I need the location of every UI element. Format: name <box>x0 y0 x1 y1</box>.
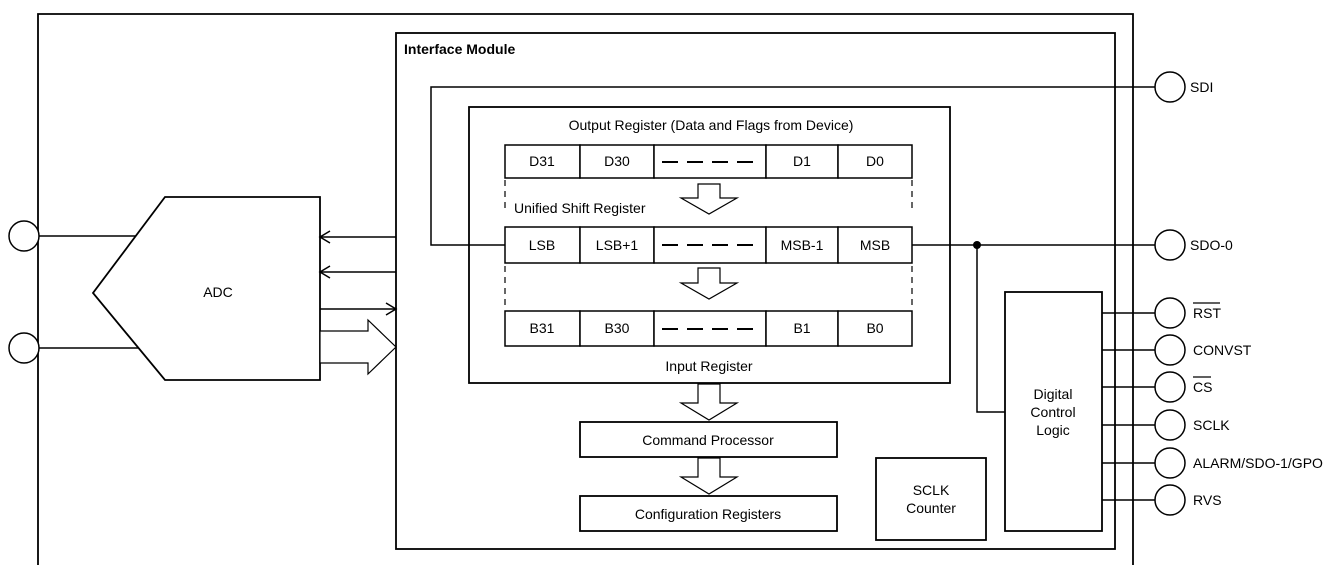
digital-control-logic-label: Logic <box>1036 422 1069 438</box>
input-register-title: Input Register <box>665 358 752 374</box>
adc-block <box>91 196 321 381</box>
input-register-bit: B31 <box>530 320 555 336</box>
input-register-row: B31 B30 B1 B0 <box>504 310 913 347</box>
input-register-cell <box>579 310 655 347</box>
sclk-counter-label: Counter <box>906 500 956 516</box>
convst-pin <box>1154 334 1186 366</box>
cs-pin-label: CS <box>1193 379 1212 395</box>
input-register-bit: B30 <box>605 320 630 336</box>
shift-register-cell <box>504 226 581 264</box>
interface-module-title: Interface Module <box>404 41 515 57</box>
adc-link-arrowhead-2 <box>318 265 331 279</box>
sdi-pin <box>1154 71 1186 103</box>
convst-pin-label: CONVST <box>1193 342 1252 358</box>
shift-register-bit: LSB <box>529 237 555 253</box>
down-arrow-icon <box>678 457 740 495</box>
output-register-title: Output Register (Data and Flags from Dev… <box>569 117 854 133</box>
output-register-cell <box>504 144 581 179</box>
digital-control-logic-label: Digital <box>1034 386 1073 402</box>
shift-register-bit: LSB+1 <box>596 237 639 253</box>
input-register-bit: B0 <box>866 320 883 336</box>
device-outline <box>37 13 1134 565</box>
output-register-bit: D1 <box>793 153 811 169</box>
sdi-pin-label: SDI <box>1190 79 1213 95</box>
sclk-counter-label: SCLK <box>913 482 950 498</box>
input-register-cell <box>837 310 913 347</box>
rvs-pin <box>1154 484 1186 516</box>
shift-register-bit: MSB-1 <box>781 237 824 253</box>
output-register-bit: D0 <box>866 153 884 169</box>
cs-pin <box>1154 371 1186 403</box>
configuration-registers-box <box>579 495 838 532</box>
dcl-sdo-wire <box>976 245 1005 413</box>
digital-control-logic-box <box>1004 291 1103 532</box>
command-processor-label: Command Processor <box>642 432 774 448</box>
configuration-registers-label: Configuration Registers <box>635 506 781 522</box>
sdo0-pin-label: SDO-0 <box>1190 237 1233 253</box>
down-arrow-icon <box>678 383 740 421</box>
output-register-bit: D31 <box>529 153 555 169</box>
analog-input-pin-1 <box>8 220 40 252</box>
rst-pin <box>1154 297 1186 329</box>
shift-register-row: LSB LSB+1 MSB-1 MSB <box>504 226 913 264</box>
input-register-bit: B1 <box>793 320 810 336</box>
output-register-cell <box>765 144 839 179</box>
sdo0-pin <box>1154 229 1186 261</box>
output-register-cell <box>837 144 913 179</box>
output-register-bit: D30 <box>604 153 630 169</box>
alarm-pin-label: ALARM/SDO-1/GPO <box>1193 455 1323 471</box>
alarm-pin <box>1154 447 1186 479</box>
input-register-cell <box>504 310 581 347</box>
rst-pin-label: RST <box>1193 305 1221 321</box>
output-register-cell <box>579 144 655 179</box>
sclk-pin-label: SCLK <box>1193 417 1230 433</box>
shift-register-cell <box>579 226 655 264</box>
adc-link-arrowhead-1 <box>318 230 331 244</box>
shift-register-cell <box>837 226 913 264</box>
rvs-pin-label: RVS <box>1193 492 1222 508</box>
adc-data-bus-arrow <box>319 318 397 376</box>
adc-link-arrowhead-3 <box>385 302 398 316</box>
sclk-counter-box <box>875 457 987 541</box>
shift-register-cell <box>765 226 839 264</box>
output-register-row: D31 D30 D1 D0 <box>504 144 913 179</box>
shift-register-title: Unified Shift Register <box>514 200 646 216</box>
sclk-pin <box>1154 409 1186 441</box>
analog-input-pin-2 <box>8 332 40 364</box>
down-arrow-icon <box>678 267 740 300</box>
command-processor-box <box>579 421 838 458</box>
digital-control-logic-label: Control <box>1030 404 1075 420</box>
sdi-wire <box>430 86 1155 246</box>
down-arrow-icon <box>678 183 740 215</box>
adc-label: ADC <box>203 284 233 300</box>
shift-register-bit: MSB <box>860 237 890 253</box>
